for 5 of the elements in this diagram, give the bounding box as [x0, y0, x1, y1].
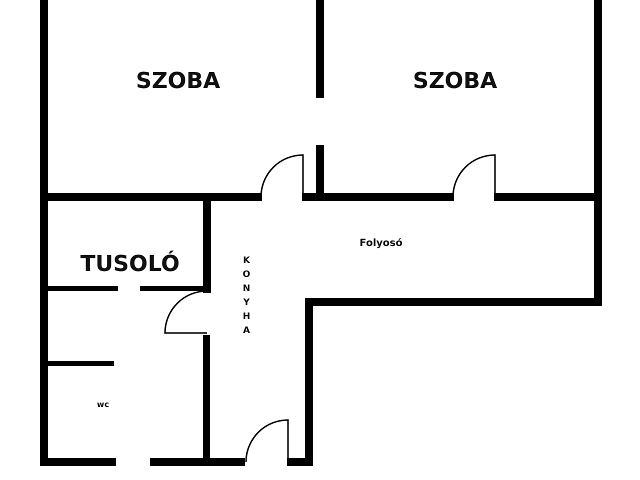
room-label: KONYHA: [242, 256, 250, 340]
room-label: SZOBA: [136, 71, 220, 93]
room-label: SZOBA: [412, 71, 498, 93]
room-label: Folyosó: [360, 239, 402, 249]
room-label: wc: [96, 401, 110, 409]
